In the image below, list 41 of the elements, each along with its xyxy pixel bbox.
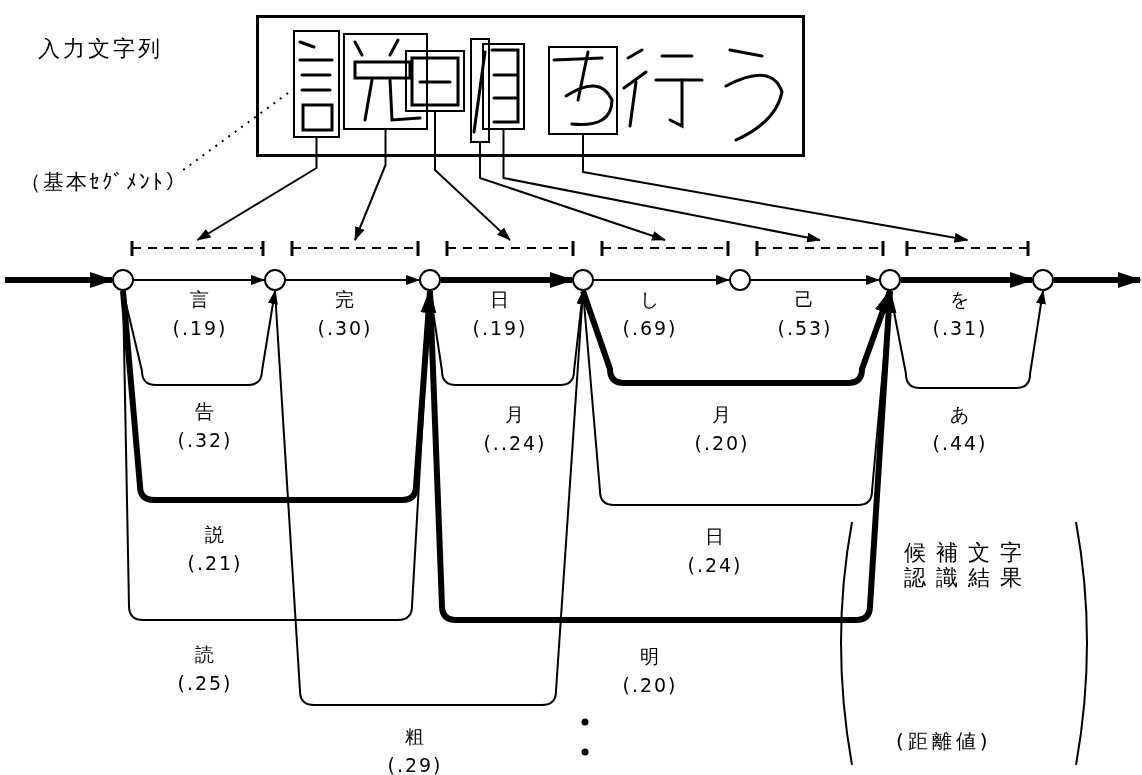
segment-range [130,238,265,258]
segment-box [548,46,618,135]
arrow [889,290,1046,389]
lattice-node [419,269,441,291]
arrow [5,272,114,288]
arrow [750,275,880,285]
segment-range [600,238,730,258]
arrow [441,272,574,288]
segment-box [343,33,428,130]
box-title: 入力文字列 [38,35,163,63]
arrow [133,275,265,285]
arrow [120,289,437,503]
arrow [479,142,666,241]
segment-box [293,30,340,138]
segment-label: （基本ｾｸﾞﾒﾝﾄ） [20,168,260,204]
legend-note: (距離値) [896,728,992,755]
legend-note: 候補文字認識結果 [904,540,1033,591]
lattice-node [1032,269,1054,291]
arrow [582,134,969,243]
segment-range [445,238,575,258]
lattice-node [264,269,286,291]
arrow [593,275,730,285]
segment-range [290,238,420,258]
segment-range [905,238,1030,258]
arrow [502,129,821,243]
lattice-node [112,269,134,291]
arrow [285,275,420,285]
segment-box [405,50,465,112]
arrow [901,272,1034,288]
lattice-node [879,269,901,291]
arrow [434,111,511,241]
arrow [427,289,897,623]
arrow [196,137,318,241]
segment-box [470,38,490,143]
arrow [1054,272,1142,288]
lattice-node [729,269,751,291]
arrow [354,129,387,241]
segment-box [482,43,525,130]
segment-range [755,238,885,258]
lattice-node [572,269,594,291]
input-image-frame [256,15,805,157]
